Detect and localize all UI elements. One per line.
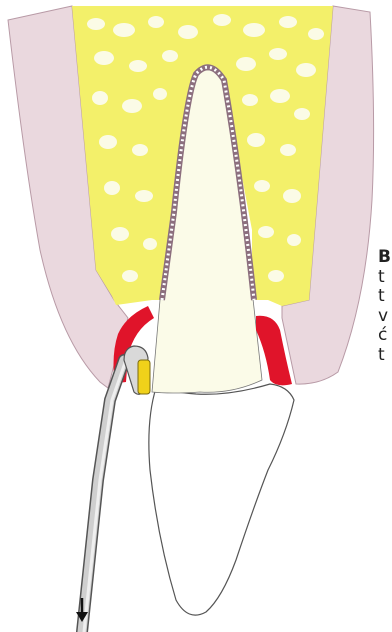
caption-line: t [378, 346, 392, 366]
caption-line: v [378, 307, 392, 327]
caption-text-fragment: B t t v ć t [378, 248, 392, 365]
calculus-deposit [138, 360, 150, 394]
caption-line: t [378, 268, 392, 288]
caption-line: t [378, 287, 392, 307]
tooth-crown [149, 384, 294, 615]
caption-line: ć [378, 326, 392, 346]
caption-line: B [378, 248, 392, 268]
